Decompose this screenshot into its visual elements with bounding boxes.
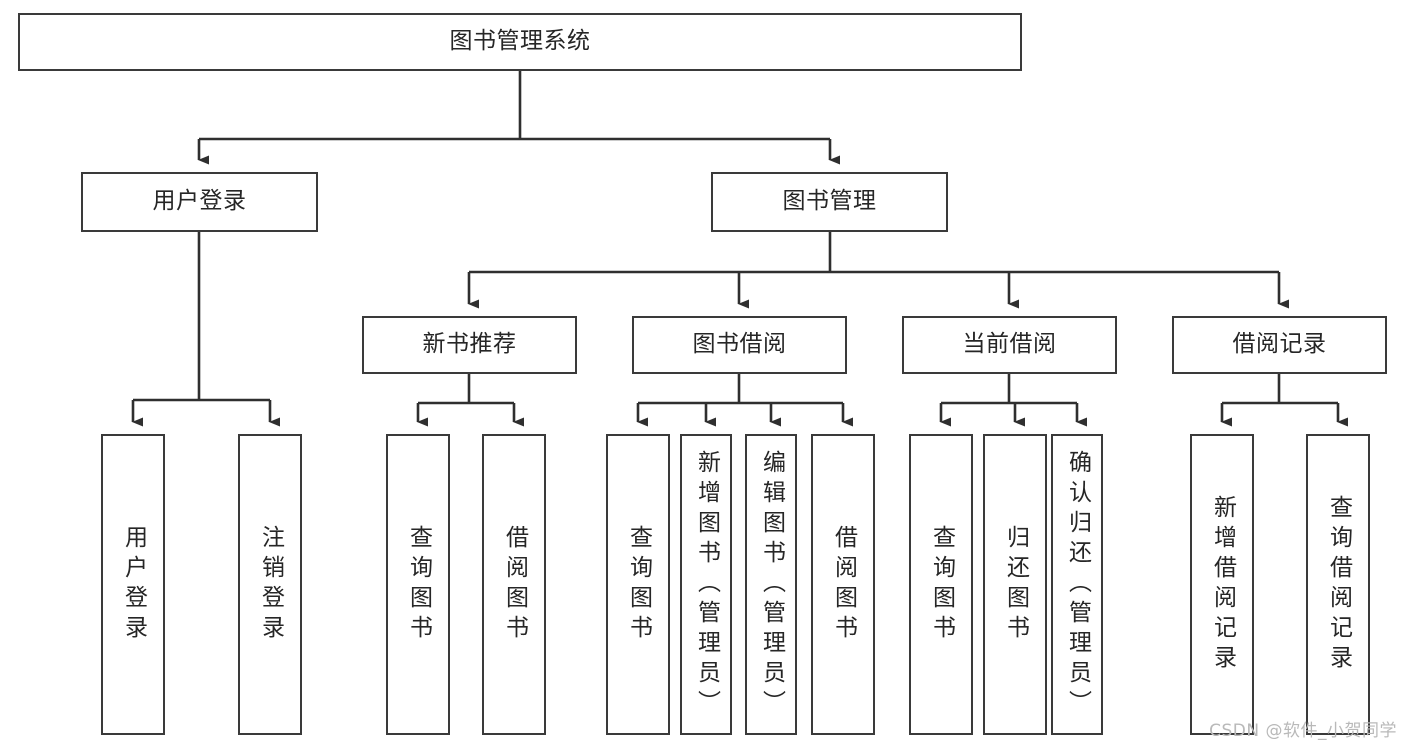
- node-label: 查询借阅记录: [1325, 494, 1352, 675]
- node-label: 当前借阅: [962, 331, 1057, 358]
- node-label: 注销登录: [257, 524, 284, 645]
- leaf-query-book-current[interactable]: 查询图书: [909, 434, 973, 735]
- node-borrow-record[interactable]: 借阅记录: [1172, 316, 1387, 374]
- node-label: 编辑图书（管理员）: [758, 449, 785, 720]
- edges-root-to-level2: [197, 71, 840, 165]
- node-label: 图书借阅: [692, 331, 787, 358]
- node-user-login[interactable]: 用户登录: [81, 172, 318, 232]
- node-label: 查询图书: [405, 524, 432, 645]
- node-label: 图书管理: [782, 188, 877, 215]
- edges-bookmanage-to-level3: [467, 232, 1289, 309]
- node-label: 借阅记录: [1232, 331, 1327, 358]
- leaf-add-book-admin[interactable]: 新增图书（管理员）: [680, 434, 732, 735]
- leaf-return-book[interactable]: 归还图书: [983, 434, 1047, 735]
- leaf-add-borrow-record[interactable]: 新增借阅记录: [1190, 434, 1254, 735]
- edges-newbookrec-to-leaves: [416, 374, 524, 427]
- leaf-borrow-book[interactable]: 借阅图书: [811, 434, 875, 735]
- node-label: 用户登录: [152, 188, 247, 215]
- node-label: 归还图书: [1002, 524, 1029, 645]
- node-book-manage[interactable]: 图书管理: [711, 172, 948, 232]
- leaf-edit-book-admin[interactable]: 编辑图书（管理员）: [745, 434, 797, 735]
- node-label: 借阅图书: [830, 524, 857, 645]
- leaf-user-logout[interactable]: 注销登录: [238, 434, 302, 735]
- leaf-user-login[interactable]: 用户登录: [101, 434, 165, 735]
- node-label: 用户登录: [120, 524, 147, 645]
- node-label: 查询图书: [625, 524, 652, 645]
- leaf-confirm-return-admin[interactable]: 确认归还（管理员）: [1051, 434, 1103, 735]
- leaf-query-book-recommend[interactable]: 查询图书: [386, 434, 450, 735]
- edges-userlogin-to-leaves: [131, 232, 280, 427]
- leaf-query-book-borrow[interactable]: 查询图书: [606, 434, 670, 735]
- node-new-book-recommend[interactable]: 新书推荐: [362, 316, 577, 374]
- node-label: 新增借阅记录: [1209, 494, 1236, 675]
- node-label: 新书推荐: [422, 331, 517, 358]
- leaf-query-borrow-record[interactable]: 查询借阅记录: [1306, 434, 1370, 735]
- edges-currentborrow-to-leaves: [939, 374, 1087, 427]
- node-label: 借阅图书: [501, 524, 528, 645]
- node-label: 图书管理系统: [449, 28, 591, 55]
- node-current-borrow[interactable]: 当前借阅: [902, 316, 1117, 374]
- node-book-borrow[interactable]: 图书借阅: [632, 316, 847, 374]
- node-label: 新增图书（管理员）: [693, 449, 720, 720]
- edges-bookborrow-to-leaves: [636, 374, 853, 427]
- node-label: 查询图书: [928, 524, 955, 645]
- leaf-borrow-book-recommend[interactable]: 借阅图书: [482, 434, 546, 735]
- edges-borrowrecord-to-leaves: [1220, 374, 1348, 427]
- node-root-system[interactable]: 图书管理系统: [18, 13, 1022, 71]
- node-label: 确认归还（管理员）: [1064, 449, 1091, 720]
